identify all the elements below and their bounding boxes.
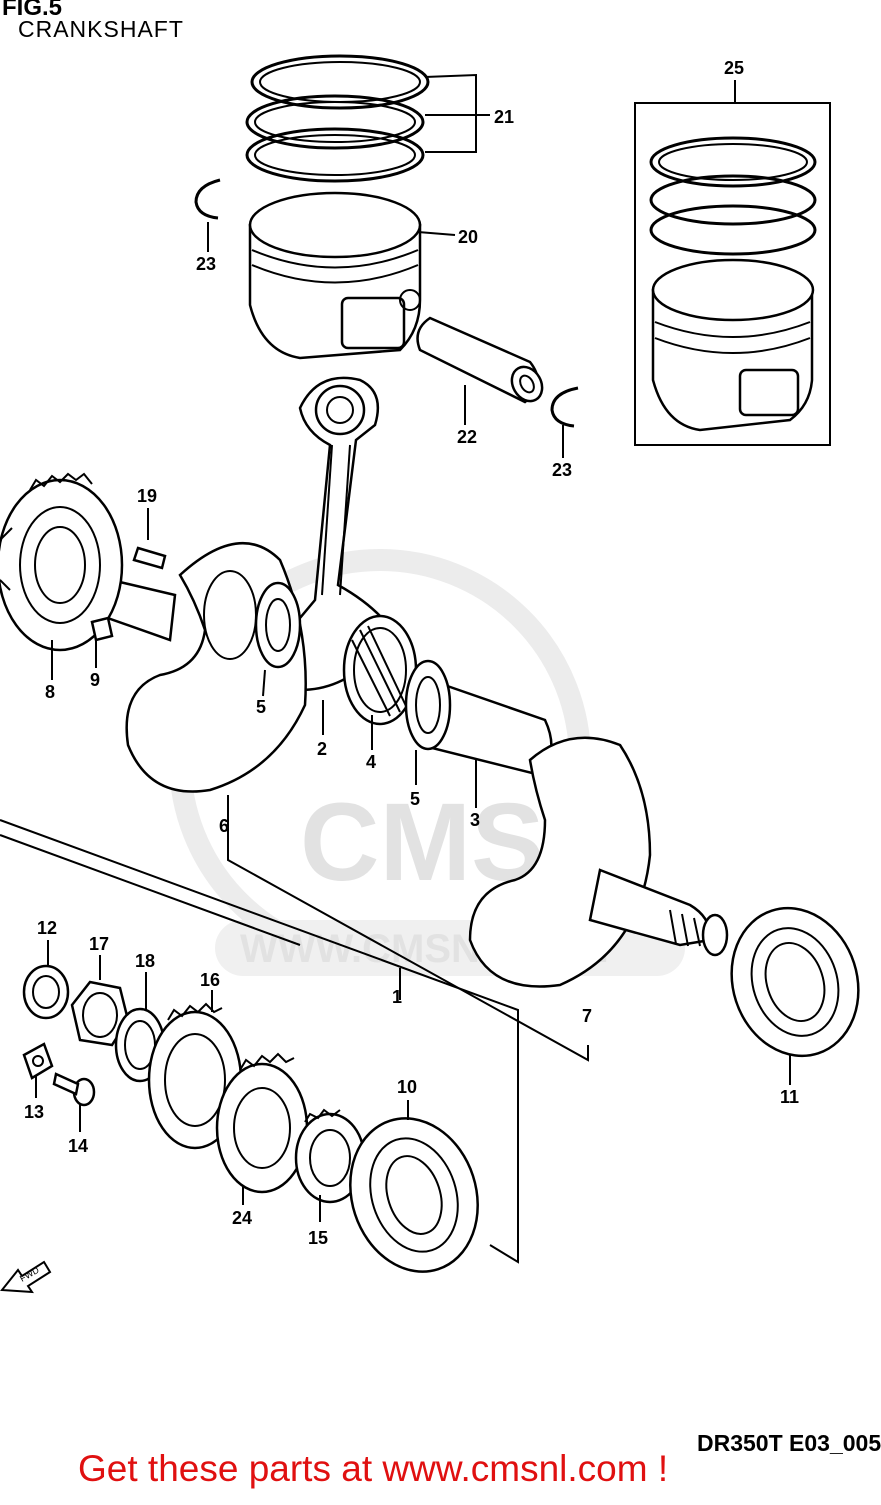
diagram-code: DR350T E03_005 [697, 1430, 881, 1456]
callout-20: 20 [458, 227, 478, 247]
piston-set-box [634, 102, 831, 446]
figure-title: CRANKSHAFT [18, 16, 184, 42]
callout-10: 10 [397, 1077, 417, 1097]
callout-18: 18 [135, 951, 155, 971]
piston-pin [416, 316, 544, 404]
key-9 [90, 616, 114, 642]
piston-rings [245, 54, 430, 183]
callout-19: 19 [137, 486, 157, 506]
callout-15: 15 [308, 1228, 328, 1248]
piston-pin-circlip-left [194, 178, 221, 220]
callout-4: 4 [366, 752, 376, 772]
callout-2: 2 [317, 739, 327, 759]
screw [52, 1072, 96, 1107]
callout-22: 22 [457, 427, 477, 447]
assembly-bracket [0, 795, 589, 1264]
callouts: 1 2 3 4 5 5 6 7 8 9 10 11 12 13 14 15 16… [24, 58, 799, 1248]
bearing-left [349, 1117, 479, 1273]
lock-plate [22, 1042, 54, 1080]
callout-16: 16 [200, 970, 220, 990]
callout-1: 1 [392, 987, 402, 1007]
callout-17: 17 [89, 934, 109, 954]
piston-pin-circlip-right [550, 386, 579, 428]
callout-3: 3 [470, 810, 480, 830]
callout-5-left: 5 [256, 697, 266, 717]
callout-14: 14 [68, 1136, 88, 1156]
callout-8: 8 [45, 682, 55, 702]
callout-25: 25 [724, 58, 744, 78]
leader-lines [35, 73, 791, 1222]
key-19 [132, 546, 167, 570]
callout-13: 13 [24, 1102, 44, 1122]
oil-seal [22, 964, 70, 1020]
callout-23-top: 23 [196, 254, 216, 274]
callout-5-right: 5 [410, 789, 420, 809]
fwd-arrow-icon: FWD [0, 1260, 52, 1294]
callout-24: 24 [232, 1208, 252, 1228]
figure-number: FIG.5 [2, 0, 63, 21]
callout-12: 12 [37, 918, 57, 938]
piston [248, 191, 422, 360]
callout-9: 9 [90, 670, 100, 690]
bearing-right [730, 906, 860, 1058]
promo-link[interactable]: Get these parts at www.cmsnl.com ! [78, 1448, 669, 1489]
primary-gear [0, 472, 124, 652]
callout-7: 7 [582, 1006, 592, 1026]
callout-11: 11 [780, 1087, 799, 1107]
callout-21: 21 [494, 107, 514, 127]
callout-23-bottom: 23 [552, 460, 572, 480]
callout-6: 6 [219, 816, 229, 836]
